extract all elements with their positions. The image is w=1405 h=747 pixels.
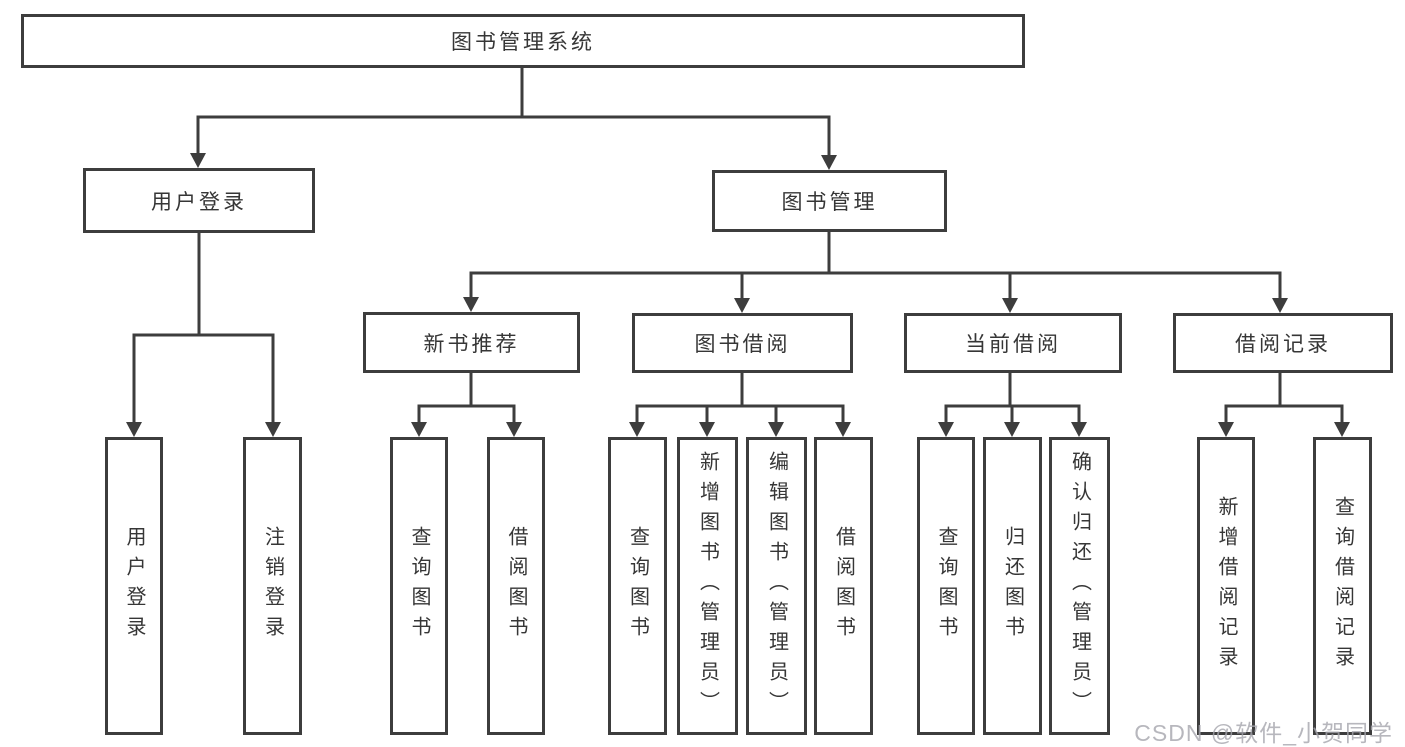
leaf-label: 编辑图书（管理员） <box>765 451 788 721</box>
leaf-return-books: 归还图书 <box>983 437 1042 735</box>
leaf-label: 归还图书 <box>1001 526 1024 646</box>
leaf-edit-books-admin: 编辑图书（管理员） <box>746 437 807 735</box>
leaf-query-books: 查询图书 <box>608 437 667 735</box>
leaf-label: 用户登录 <box>123 526 145 646</box>
leaf-query-books: 查询图书 <box>390 437 448 735</box>
node-current-borrow: 当前借阅 <box>904 313 1122 373</box>
leaf-query-books: 查询图书 <box>917 437 975 735</box>
leaf-user-login: 用户登录 <box>105 437 163 735</box>
leaf-label: 新增图书（管理员） <box>696 451 719 721</box>
leaf-borrow-books: 借阅图书 <box>487 437 545 735</box>
leaf-label: 确认归还（管理员） <box>1068 451 1091 721</box>
node-book-management: 图书管理 <box>712 170 947 232</box>
node-book-borrow: 图书借阅 <box>632 313 853 373</box>
node-new-book-recommend: 新书推荐 <box>363 312 580 373</box>
leaf-label: 查询图书 <box>408 526 430 646</box>
node-borrow-records: 借阅记录 <box>1173 313 1393 373</box>
leaf-label: 查询图书 <box>935 526 957 646</box>
leaf-label: 查询借阅记录 <box>1331 496 1354 676</box>
leaf-add-books-admin: 新增图书（管理员） <box>677 437 738 735</box>
leaf-logout: 注销登录 <box>243 437 302 735</box>
watermark: CSDN @软件_小贺同学 <box>1134 720 1393 746</box>
leaf-label: 借阅图书 <box>832 526 855 646</box>
leaf-label: 借阅图书 <box>505 526 527 646</box>
leaf-label: 查询图书 <box>626 526 649 646</box>
leaf-query-borrow-record: 查询借阅记录 <box>1313 437 1372 735</box>
leaf-label: 注销登录 <box>261 526 284 646</box>
node-user-login: 用户登录 <box>83 168 315 233</box>
leaf-borrow-books: 借阅图书 <box>814 437 873 735</box>
leaf-confirm-return-admin: 确认归还（管理员） <box>1049 437 1110 735</box>
leaf-label: 新增借阅记录 <box>1215 496 1237 676</box>
leaf-add-borrow-record: 新增借阅记录 <box>1197 437 1255 735</box>
node-system-root: 图书管理系统 <box>21 14 1025 68</box>
